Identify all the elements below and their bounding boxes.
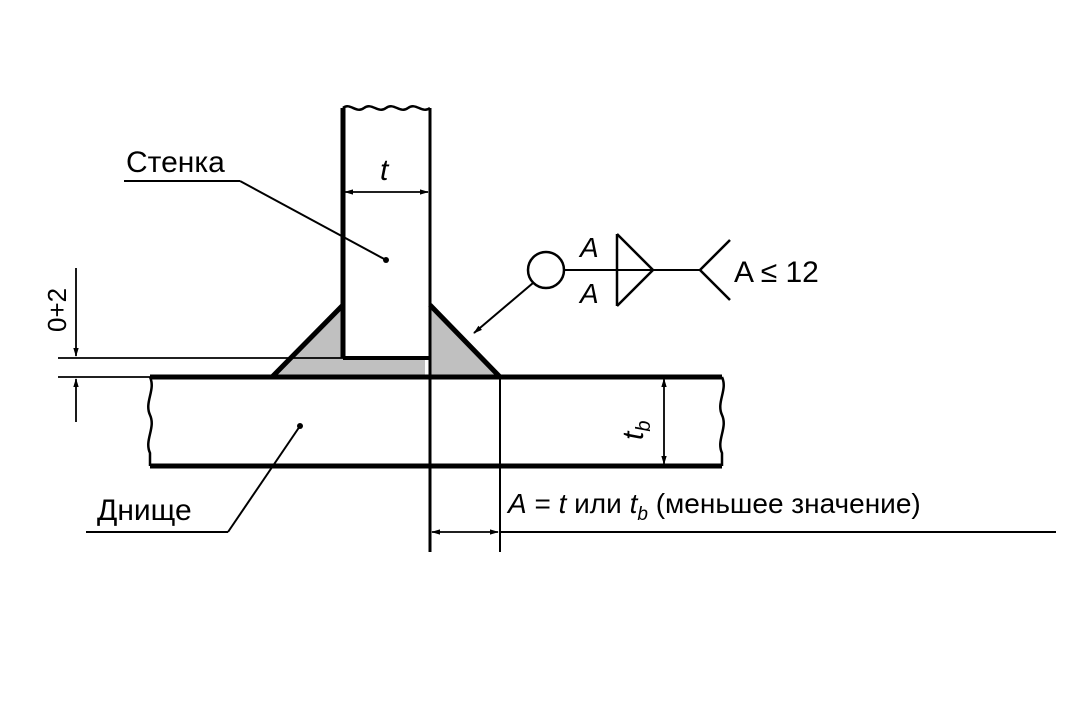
wall-leader [239, 180, 387, 261]
wall-plate [340, 105, 432, 552]
wall-thickness-label: t [380, 154, 390, 187]
bottom-leader-dot [297, 423, 303, 429]
weld-leg-bottom: A [578, 278, 599, 309]
tail-symbol [698, 239, 731, 301]
bottom-label: Днище [97, 494, 192, 527]
weld-symbol [473, 233, 731, 334]
wall-label: Стенка [126, 146, 225, 179]
weld-leg-top: A [578, 232, 599, 263]
tail-note: A ≤ 12 [734, 256, 819, 289]
gap-dimension [58, 268, 343, 422]
bottom-plate [147, 374, 725, 469]
all-around-circle [526, 250, 566, 290]
weld-arrow-line [473, 282, 534, 334]
wall-leader-dot [383, 257, 389, 263]
fillet-weld-symbol [616, 233, 655, 307]
right-weld-face [428, 303, 502, 379]
bottom-thickness-label: tb [617, 421, 655, 440]
gap-label: 0+2 [42, 288, 72, 332]
bottom-leader [227, 425, 301, 533]
weld-size-note: A = t или tb (меньшее значение) [506, 488, 921, 525]
left-weld-face [270, 303, 345, 379]
left-fillet-weld [272, 305, 425, 377]
